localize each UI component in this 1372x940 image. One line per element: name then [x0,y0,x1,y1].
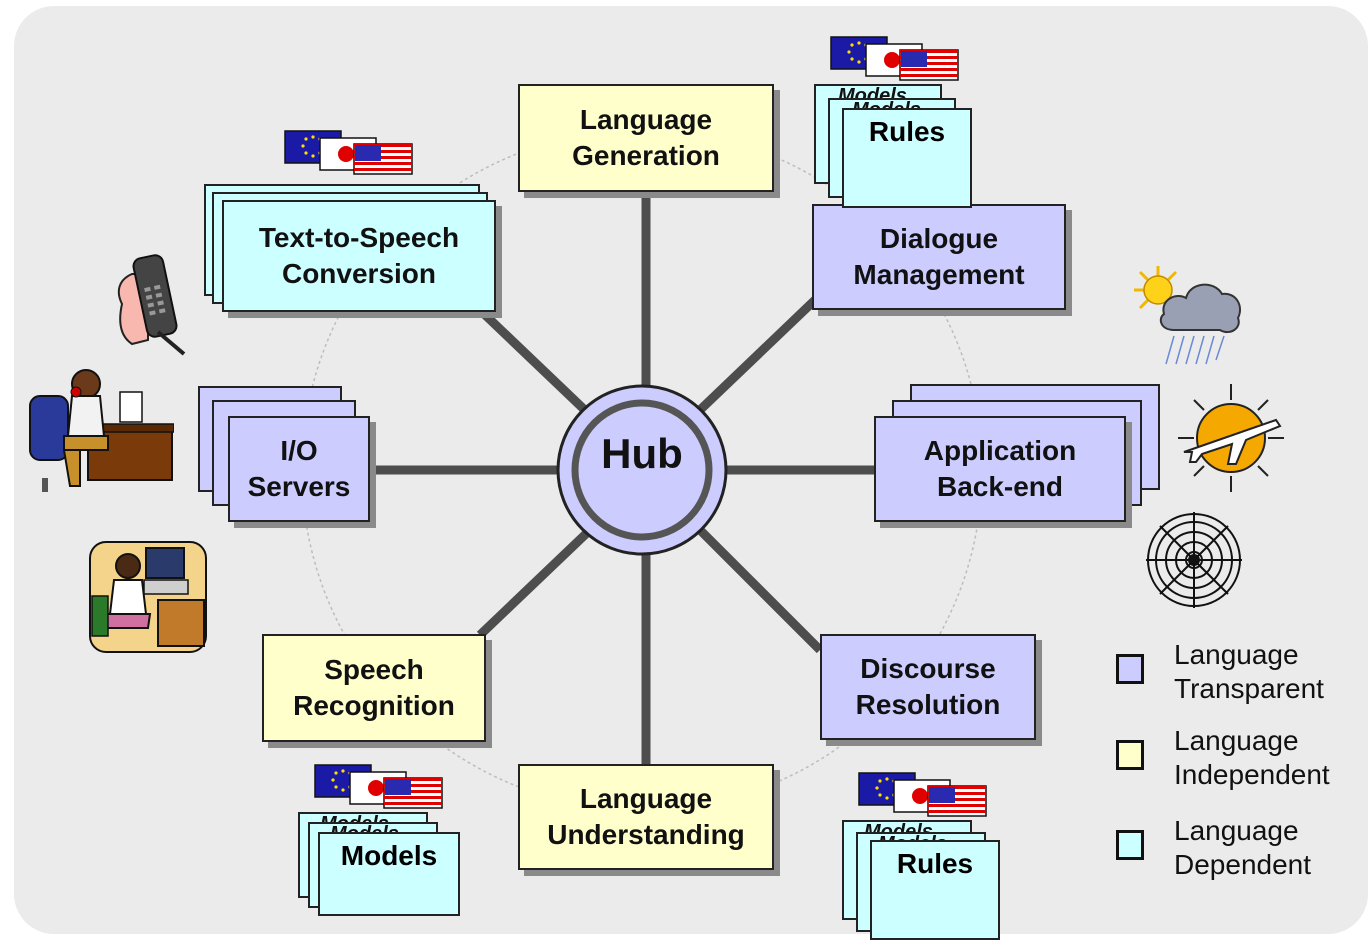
node-application-backend: Application Back-end [874,416,1126,522]
node-line2: Conversion [281,258,436,289]
airplane-icon [1178,384,1284,492]
node-line2: Understanding [547,819,745,850]
node-line2: Servers [247,471,351,502]
sheet-front: Models [318,832,460,916]
node-line2: Management [853,259,1025,290]
legend-line2: Dependent [1174,848,1312,880]
hub-inner-ring [571,399,713,541]
legend-independent: Language Independent [1116,724,1330,791]
legend-text: Language Transparent [1174,638,1324,705]
node-language-generation: Language Generation [518,84,774,192]
us-flag-icon [353,143,413,175]
legend-dependent: Language Dependent [1116,814,1311,881]
spoke-downright [696,526,824,654]
node-line1: Dialogue [879,222,999,254]
node-language-understanding: Language Understanding [518,764,774,870]
node-line1: Language [579,103,713,135]
legend-text: Language Independent [1174,724,1330,791]
legend-line2: Independent [1174,758,1330,790]
sheet-front: Rules [870,840,1000,940]
flags-bottom-right [858,772,987,817]
spoke-upright [696,296,819,414]
legend-line1: Language [1174,639,1299,670]
us-flag-icon [899,49,959,81]
flags-top-left [284,130,413,175]
node-line1: Application [923,434,1077,466]
us-flag-icon [927,785,987,817]
legend-line1: Language [1174,815,1299,846]
node-text-to-speech: Text-to-Speech Conversion [222,200,496,312]
person-on-phone-icon [29,369,174,492]
spoke-upleft [476,306,594,419]
spoke-downleft [476,526,594,639]
operator-at-computer-icon [89,541,207,653]
sheet-front: Rules [842,108,972,208]
node-line1: Language [579,782,713,814]
node-line1: I/O [280,434,318,466]
node-line1: Speech [324,653,424,685]
node-line2: Generation [572,140,720,171]
flags-top-right [830,36,959,81]
phone-icon [117,254,186,356]
legend-swatch [1116,654,1144,684]
legend-line2: Transparent [1174,672,1324,704]
weather-icon [1134,266,1241,365]
node-speech-recognition: Speech Recognition [262,634,486,742]
us-flag-icon [383,777,443,809]
node-line1: Discourse [860,652,996,684]
node-dialogue-management: Dialogue Management [812,204,1066,310]
legend-line1: Language [1174,725,1299,756]
node-discourse-resolution: Discourse Resolution [820,634,1036,740]
flags-bottom-left [314,764,443,809]
legend-swatch [1116,740,1144,770]
node-line2: Back-end [936,471,1064,502]
node-line2: Recognition [293,690,455,721]
node-line1: Text-to-Speech [258,221,460,253]
legend-text: Language Dependent [1174,814,1311,881]
node-io-servers: I/O Servers [228,416,370,522]
node-line2: Resolution [855,689,1001,720]
legend-swatch [1116,830,1144,860]
hub-label: Hub [601,430,683,477]
web-icon [1146,512,1242,608]
legend-transparent: Language Transparent [1116,638,1324,705]
